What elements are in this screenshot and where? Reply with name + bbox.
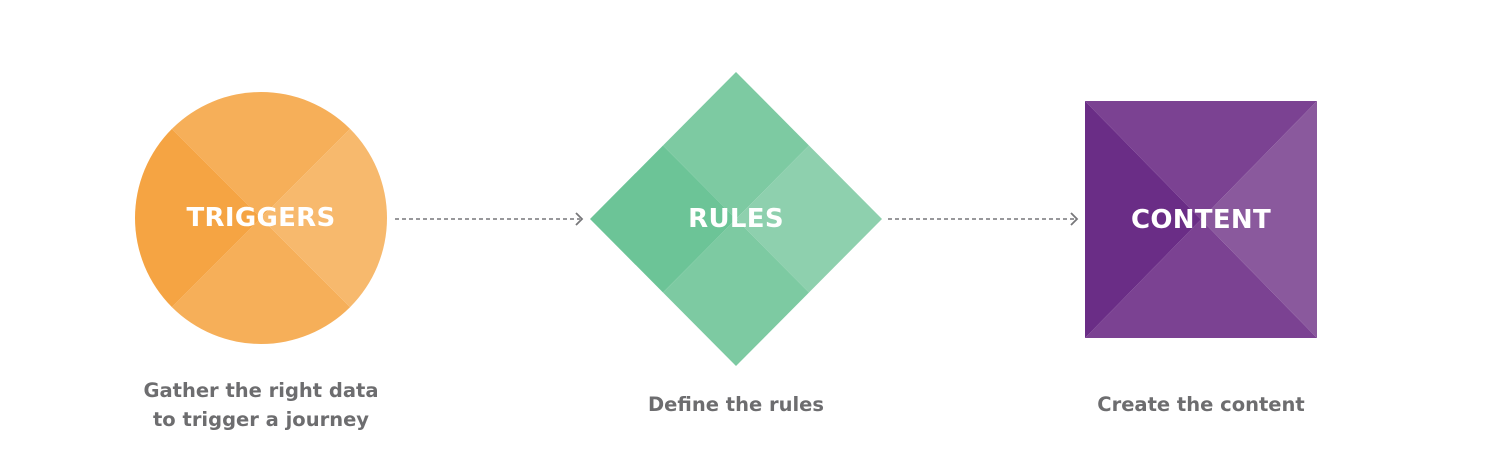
rules-caption-line-1: Define the rules [648, 393, 824, 416]
dashed-arrow-icon [395, 212, 584, 226]
content-quadrant-top [1085, 101, 1317, 220]
triggers-circle: TRIGGERS [135, 92, 387, 344]
rules-diamond-graphic [590, 72, 882, 366]
content-quadrant-bottom [1085, 219, 1317, 338]
triggers-quadrant-bottom [135, 218, 387, 344]
rules-caption: Define the rules [586, 390, 886, 419]
rules-diamond: RULES [590, 72, 882, 366]
triggers-caption-line-1: Gather the right data [143, 379, 379, 402]
rules-quadrant-bottom [663, 219, 809, 366]
content-quadrant-left [1085, 101, 1201, 338]
triggers-caption: Gather the right data to trigger a journ… [111, 376, 411, 434]
content-square: CONTENT [1085, 101, 1317, 338]
content-square-graphic [1085, 101, 1317, 338]
triggers-caption-line-2: to trigger a journey [152, 408, 370, 431]
triggers-quadrant-left [135, 92, 261, 344]
content-caption-line-1: Create the content [1097, 393, 1305, 416]
dashed-arrow-icon [888, 212, 1079, 226]
connector-rules-to-content [887, 209, 1081, 229]
triggers-quadrant-right [261, 92, 387, 344]
triggers-quadrant-top [135, 92, 387, 218]
content-quadrant-right [1201, 101, 1317, 338]
triggers-circle-graphic [135, 92, 387, 344]
connector-triggers-to-rules [394, 209, 586, 229]
content-caption: Create the content [1051, 390, 1351, 419]
